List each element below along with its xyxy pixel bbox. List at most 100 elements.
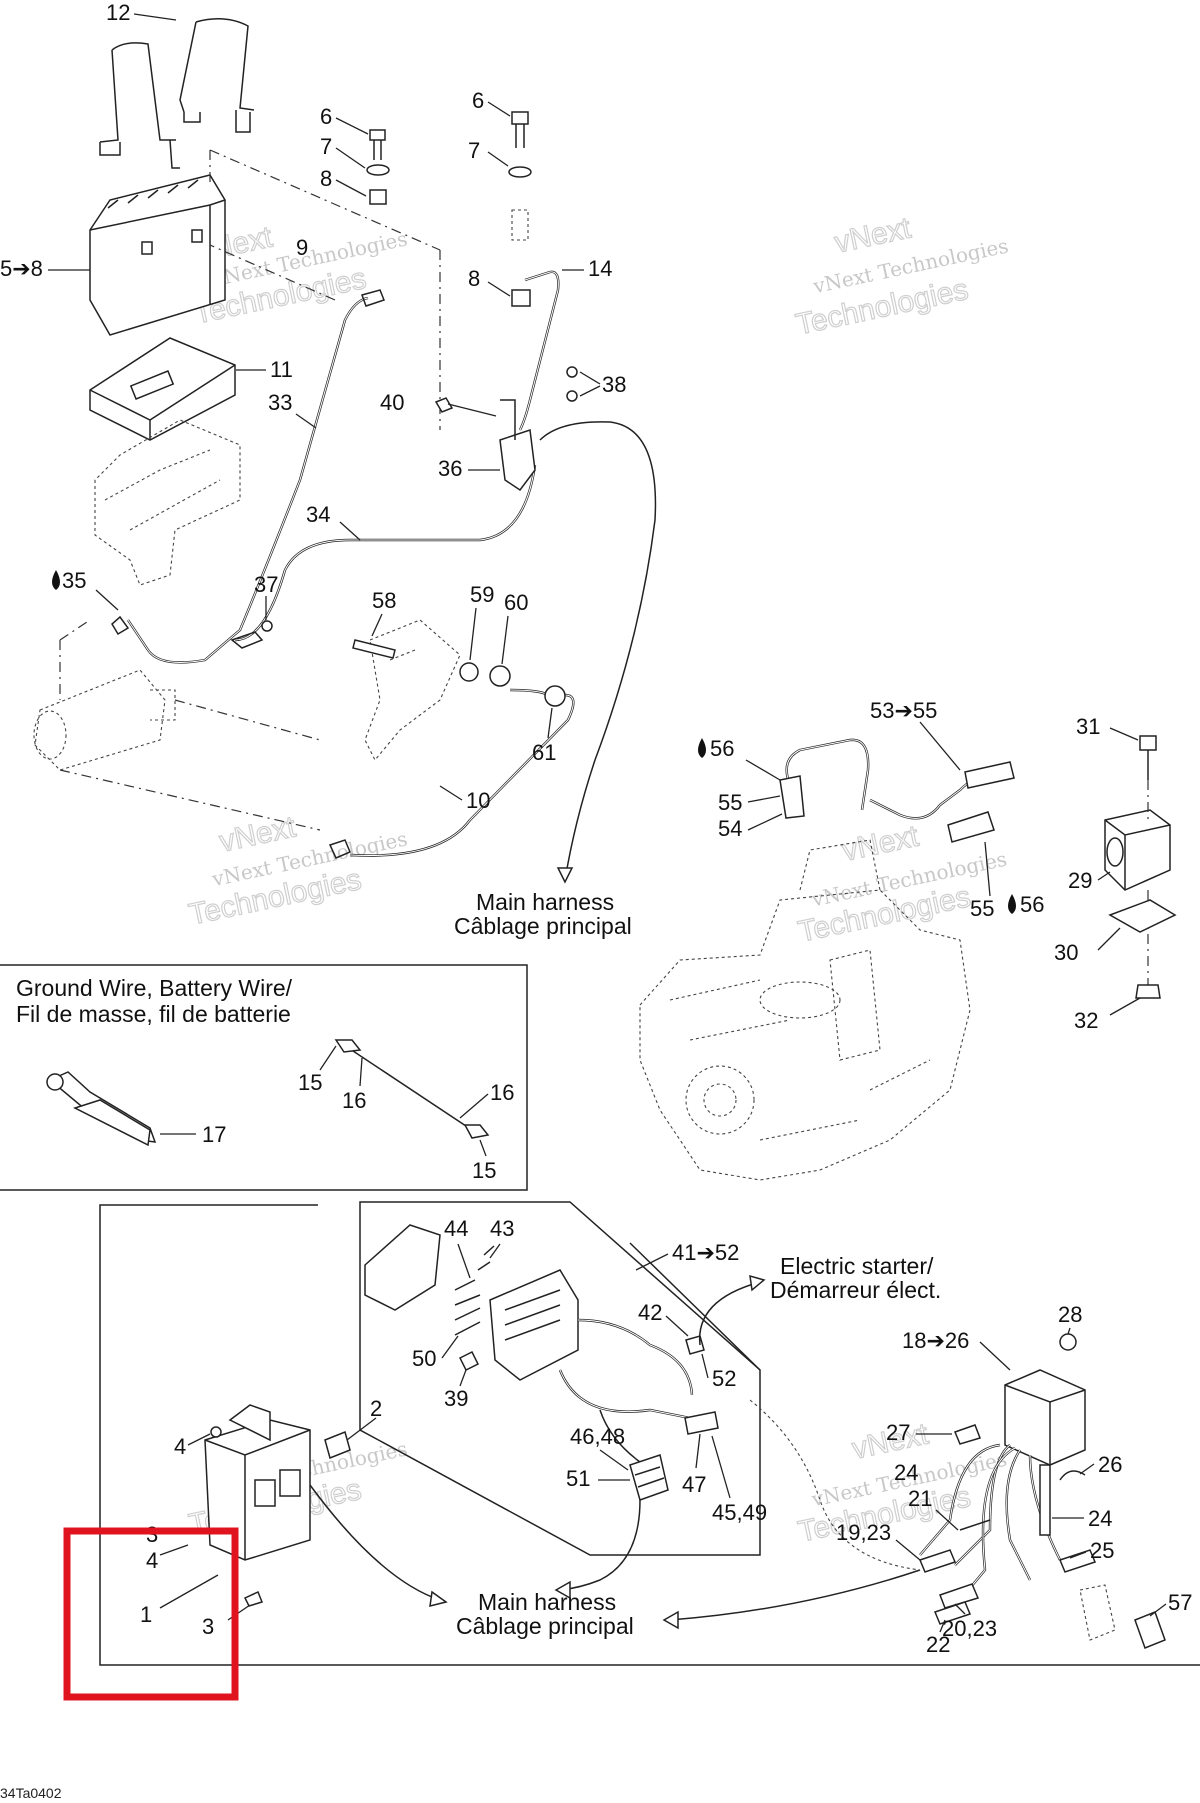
callout-labels: 12 5➔8 9 11 33 34 35 37 6 7 8 6 7 8 14 3… bbox=[0, 0, 1192, 1657]
connector-terminals-43-50 bbox=[454, 1245, 495, 1336]
nut-28 bbox=[1059, 1333, 1077, 1351]
callout-15b: 15 bbox=[472, 1158, 496, 1183]
connector-51 bbox=[629, 1454, 669, 1501]
callout-28: 28 bbox=[1058, 1302, 1082, 1327]
harness-wire bbox=[558, 1369, 701, 1422]
sleeve-24 bbox=[1039, 1464, 1051, 1536]
ignition-coil bbox=[1104, 809, 1171, 891]
ring-terminal bbox=[328, 839, 351, 859]
fluid-drop-icon bbox=[698, 738, 706, 758]
callout-41-52: 41➔52 bbox=[672, 1240, 739, 1265]
battery-terminal bbox=[141, 241, 153, 255]
nut-60 bbox=[489, 665, 511, 687]
callout-55b: 55 bbox=[970, 896, 994, 921]
callout-45-49: 45,49 bbox=[712, 1500, 767, 1525]
callout-3b: 3 bbox=[202, 1614, 214, 1639]
callout-34: 34 bbox=[306, 502, 330, 527]
fluid-drop-icon bbox=[52, 570, 60, 590]
screw-40 bbox=[434, 397, 454, 413]
battery-terminal bbox=[191, 229, 203, 243]
main-harness-route bbox=[309, 1484, 441, 1601]
harness-wire bbox=[577, 1318, 694, 1396]
callout-38: 38 bbox=[602, 372, 626, 397]
callout-36: 36 bbox=[438, 456, 462, 481]
callout-51: 51 bbox=[566, 1466, 590, 1491]
callout-52: 52 bbox=[712, 1366, 736, 1391]
captions: Main harness Câblage principal Electric … bbox=[0, 889, 941, 1801]
callout-46-48: 46,48 bbox=[570, 1424, 625, 1449]
arrow-head bbox=[429, 1590, 448, 1607]
electric-starter-label-en: Electric starter/ bbox=[780, 1253, 934, 1279]
terminal-21 bbox=[959, 1519, 991, 1531]
drawing-reference-code: 34Ta0402 bbox=[0, 1785, 62, 1801]
connector-housing-41 bbox=[489, 1269, 579, 1381]
assembly-line bbox=[209, 149, 441, 430]
battery bbox=[89, 174, 226, 336]
callout-18-26: 18➔26 bbox=[902, 1328, 969, 1353]
callout-4a: 4 bbox=[174, 1434, 186, 1459]
crimping-pliers bbox=[46, 1071, 157, 1147]
gasket-30 bbox=[1108, 899, 1177, 933]
bolt-stack-left bbox=[366, 129, 390, 205]
lock-washer-59 bbox=[459, 662, 479, 682]
callout-29: 29 bbox=[1068, 868, 1092, 893]
battery-cable-34 bbox=[234, 464, 537, 642]
starter-route bbox=[698, 1281, 761, 1346]
nut-4 bbox=[210, 1426, 222, 1438]
callout-56a: 56 bbox=[710, 736, 734, 761]
callout-50: 50 bbox=[412, 1346, 436, 1371]
harness-kit-frame bbox=[629, 1242, 761, 1371]
callout-55a: 55 bbox=[718, 790, 742, 815]
watermark-text: vNext bbox=[832, 211, 915, 259]
ring-terminal bbox=[111, 615, 130, 636]
ring-terminal-42 bbox=[685, 1335, 705, 1355]
electric-starter-label-fr: Démarreur élect. bbox=[770, 1277, 941, 1303]
cable-tie-26 bbox=[1059, 1470, 1086, 1481]
main-harness-label-en: Main harness bbox=[478, 1589, 616, 1615]
callout-8b: 8 bbox=[468, 266, 480, 291]
callout-5-8: 5➔8 bbox=[0, 256, 43, 281]
spark-plug-cap bbox=[964, 761, 1015, 789]
bolt-3 bbox=[243, 1590, 263, 1607]
nut-61 bbox=[544, 685, 566, 707]
callout-1: 1 bbox=[140, 1602, 152, 1627]
fluid-drop-icon bbox=[1008, 894, 1016, 914]
harness-route bbox=[749, 1399, 921, 1571]
callout-24b: 24 bbox=[1088, 1506, 1112, 1531]
bolt-27 bbox=[954, 1424, 981, 1445]
callout-6a: 6 bbox=[320, 104, 332, 129]
nut bbox=[261, 620, 273, 632]
main-harness-label-en: Main harness bbox=[476, 889, 614, 915]
callout-9: 9 bbox=[296, 235, 308, 260]
main-harness-route bbox=[669, 1569, 921, 1621]
callout-57: 57 bbox=[1168, 1590, 1192, 1615]
spark-plug-cap bbox=[947, 811, 995, 843]
battery-tray bbox=[89, 337, 236, 441]
callout-59: 59 bbox=[470, 582, 494, 607]
connector-22 bbox=[933, 1601, 972, 1625]
callout-47: 47 bbox=[682, 1472, 706, 1497]
callout-19-23: 19,23 bbox=[836, 1520, 891, 1545]
callout-26: 26 bbox=[1098, 1452, 1122, 1477]
callout-10: 10 bbox=[466, 788, 490, 813]
highlight-box bbox=[63, 1527, 239, 1701]
terminal-25 bbox=[1058, 1549, 1097, 1573]
engine-mount-bracket bbox=[364, 619, 461, 761]
spark-plug-cap bbox=[779, 775, 805, 819]
callout-27: 27 bbox=[886, 1420, 910, 1445]
callout-4b: 4 bbox=[146, 1548, 158, 1573]
main-harness-route bbox=[539, 421, 657, 881]
callout-61: 61 bbox=[532, 740, 556, 765]
regulator-wires bbox=[919, 1443, 1062, 1601]
arrow-head bbox=[749, 1274, 766, 1292]
callout-17: 17 bbox=[202, 1122, 226, 1147]
main-harness-route bbox=[559, 1499, 641, 1591]
watermark-text: vNext bbox=[839, 820, 922, 868]
engine-block bbox=[639, 839, 971, 1181]
panel-title-fr: Fil de masse, fil de batterie bbox=[16, 1001, 291, 1027]
callout-7a: 7 bbox=[320, 134, 332, 159]
bottom-frame bbox=[99, 1204, 1200, 1666]
callout-53-55: 53➔55 bbox=[870, 698, 937, 723]
callout-16b: 16 bbox=[490, 1080, 514, 1105]
